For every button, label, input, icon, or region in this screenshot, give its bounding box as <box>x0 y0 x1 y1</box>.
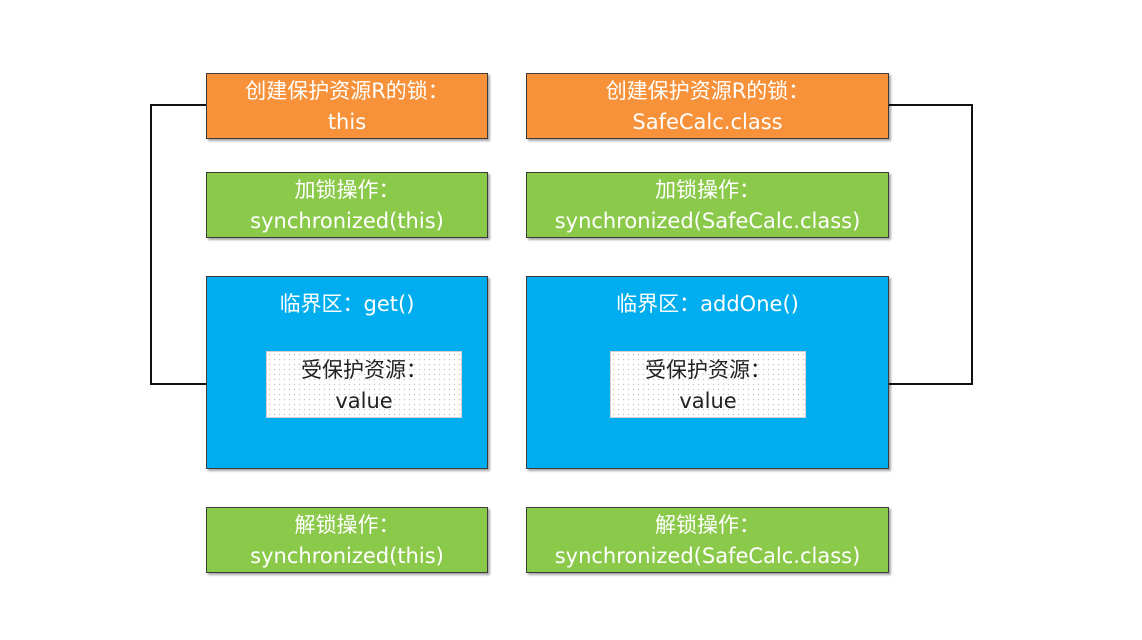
right-lock-create-value: SafeCalc.class <box>632 110 783 134</box>
right-unlock-op-value: synchronized(SafeCalc.class) <box>554 544 861 568</box>
left-lock-create-value: this <box>327 110 367 134</box>
right-lock-to-resource-arrow <box>804 104 973 389</box>
left-unlock-op-value: synchronized(this) <box>250 544 444 568</box>
right-protected-resource: 受保护资源： value <box>610 351 806 418</box>
right-resource-value: value <box>679 389 737 413</box>
right-lock-create-box: 创建保护资源R的锁： SafeCalc.class <box>526 73 889 139</box>
left-lock-op-label: 加锁操作： <box>294 178 400 202</box>
left-unlock-op-label: 解锁操作： <box>294 513 400 537</box>
left-resource-value: value <box>335 389 393 413</box>
right-unlock-op-label: 解锁操作： <box>655 513 760 537</box>
left-protected-resource: 受保护资源： value <box>266 351 462 418</box>
right-lock-create-label: 创建保护资源R的锁： <box>605 79 810 103</box>
left-unlock-op-box: 解锁操作： synchronized(this) <box>206 507 488 573</box>
left-lock-create-box: 创建保护资源R的锁： this <box>206 73 488 139</box>
left-lock-op-value: synchronized(this) <box>250 209 444 233</box>
right-critical-section-title: 临界区：addOne() <box>616 292 799 316</box>
left-critical-section-title: 临界区：get() <box>279 292 415 316</box>
right-lock-op-label: 加锁操作： <box>655 178 760 202</box>
left-lock-op-box: 加锁操作： synchronized(this) <box>206 172 488 238</box>
left-resource-label: 受保护资源： <box>301 358 427 382</box>
right-lock-op-box: 加锁操作： synchronized(SafeCalc.class) <box>526 172 889 238</box>
right-lock-op-value: synchronized(SafeCalc.class) <box>554 209 861 233</box>
right-resource-label: 受保护资源： <box>645 358 771 382</box>
right-unlock-op-box: 解锁操作： synchronized(SafeCalc.class) <box>526 507 889 573</box>
left-lock-create-label: 创建保护资源R的锁： <box>245 79 449 103</box>
